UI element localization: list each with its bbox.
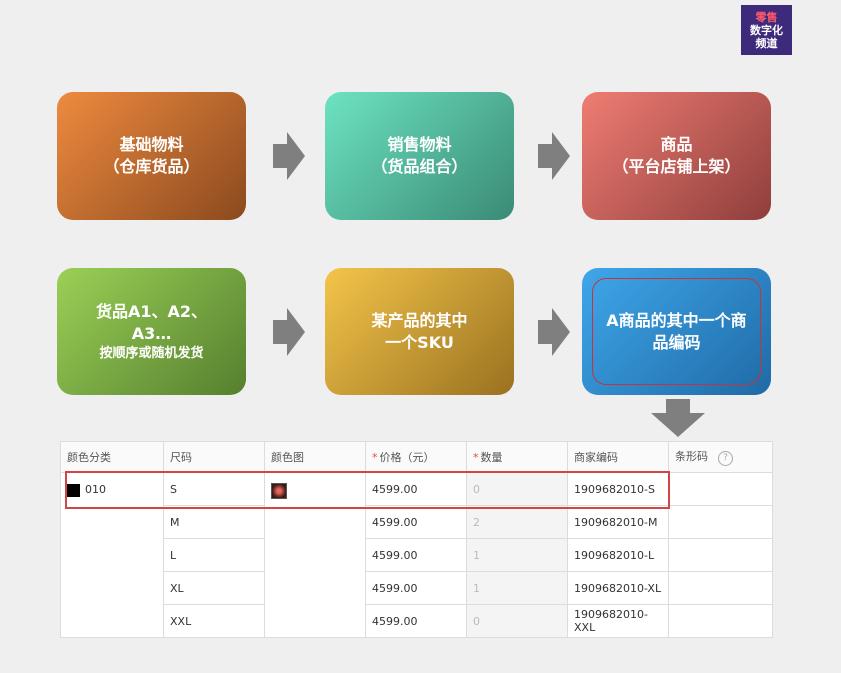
box-subtitle: （货品组合） <box>371 157 468 176</box>
color-value: 010 <box>85 483 106 496</box>
box-title-line-2: 品编码 <box>652 332 701 352</box>
box-title-line-2: A3… <box>131 323 172 343</box>
right-arrow-icon <box>273 132 305 180</box>
box-title-line-1: A商品的其中一个商 <box>606 310 747 330</box>
box-basic-material: 基础物料 （仓库货品） <box>57 92 246 220</box>
table-header-row: 颜色分类 尺码 颜色图 *价格（元） *数量 商家编码 条形码? <box>60 441 773 473</box>
table-row: L 4599.00 1 1909682010-L <box>61 538 773 572</box>
color-swatch-icon <box>67 483 80 497</box>
channel-logo: 零售 数字化 频道 <box>741 5 792 55</box>
box-subtitle: 按顺序或随机发货 <box>99 345 204 361</box>
box-sku: 某产品的其中 一个SKU <box>325 268 514 395</box>
highlight-outline <box>592 278 761 385</box>
barcode-cell[interactable] <box>668 538 773 572</box>
size-cell: XXL <box>163 604 265 638</box>
barcode-cell[interactable] <box>668 505 773 539</box>
table-row: 010 S 4599.00 0 1909682010-S <box>60 472 773 638</box>
box-goods-items: 货品A1、A2、 A3… 按顺序或随机发货 <box>57 268 246 395</box>
color-image-cell <box>264 472 366 638</box>
merchant-code-cell[interactable]: 1909682010-XXL <box>567 604 669 638</box>
header-color-image: 颜色图 <box>264 441 366 473</box>
box-subtitle: （仓库货品） <box>103 157 200 176</box>
box-subtitle: （平台店铺上架） <box>612 157 741 176</box>
table-row: XXL 4599.00 0 1909682010-XXL <box>61 604 773 638</box>
merchant-code-cell[interactable]: 1909682010-M <box>567 505 669 539</box>
header-size: 尺码 <box>163 441 265 473</box>
size-cell: S <box>163 472 265 506</box>
header-barcode: 条形码? <box>668 441 773 473</box>
table-row: M 4599.00 2 1909682010-M <box>61 505 773 539</box>
box-title-line-1: 货品A1、A2、 <box>95 301 208 321</box>
box-product: 商品 （平台店铺上架） <box>582 92 771 220</box>
right-arrow-icon <box>538 132 570 180</box>
header-color-category: 颜色分类 <box>60 441 164 473</box>
box-title-line-2: 一个SKU <box>385 332 454 352</box>
box-product-code: A商品的其中一个商 品编码 <box>582 268 771 395</box>
down-arrow-icon <box>651 399 705 437</box>
merchant-code-cell[interactable]: 1909682010-S <box>567 472 669 506</box>
logo-line-2: 数字化 <box>750 23 783 37</box>
quantity-cell[interactable]: 2 <box>466 505 568 539</box>
table-row: XL 4599.00 1 1909682010-XL <box>61 571 773 605</box>
barcode-cell[interactable] <box>668 472 773 506</box>
required-mark: * <box>473 451 479 464</box>
barcode-cell[interactable] <box>668 571 773 605</box>
right-arrow-icon <box>538 308 570 356</box>
help-icon[interactable]: ? <box>718 451 733 466</box>
box-sales-material: 销售物料 （货品组合） <box>325 92 514 220</box>
price-cell[interactable]: 4599.00 <box>365 604 467 638</box>
header-price-label: 价格（元） <box>379 451 435 464</box>
header-price: *价格（元） <box>365 441 467 473</box>
color-category-cell: 010 <box>60 472 164 638</box>
header-quantity-label: 数量 <box>480 451 503 464</box>
size-cell: XL <box>163 571 265 605</box>
box-title: 基础物料 <box>119 135 184 154</box>
quantity-cell[interactable]: 1 <box>466 538 568 572</box>
header-quantity: *数量 <box>466 441 568 473</box>
size-cell: M <box>163 505 265 539</box>
merchant-code-cell[interactable]: 1909682010-L <box>567 538 669 572</box>
highlight-row-box <box>65 471 670 509</box>
sku-table: 颜色分类 尺码 颜色图 *价格（元） *数量 商家编码 条形码? 010 S 4… <box>60 441 773 638</box>
quantity-cell[interactable]: 0 <box>466 472 568 506</box>
quantity-cell[interactable]: 1 <box>466 571 568 605</box>
size-cell: L <box>163 538 265 572</box>
logo-line-1: 零售 <box>755 10 778 24</box>
price-cell[interactable]: 4599.00 <box>365 571 467 605</box>
box-title: 商品 <box>660 135 693 154</box>
color-thumbnail[interactable] <box>271 483 287 499</box>
box-title-line-1: 某产品的其中 <box>371 310 468 330</box>
price-cell[interactable]: 4599.00 <box>365 505 467 539</box>
quantity-cell[interactable]: 0 <box>466 604 568 638</box>
header-merchant-code: 商家编码 <box>567 441 669 473</box>
required-mark: * <box>372 451 378 464</box>
merchant-code-cell[interactable]: 1909682010-XL <box>567 571 669 605</box>
right-arrow-icon <box>273 308 305 356</box>
logo-line-3: 频道 <box>755 36 778 50</box>
header-barcode-label: 条形码 <box>675 450 708 463</box>
price-cell[interactable]: 4599.00 <box>365 538 467 572</box>
box-title: 销售物料 <box>387 135 452 154</box>
barcode-cell[interactable] <box>668 604 773 638</box>
